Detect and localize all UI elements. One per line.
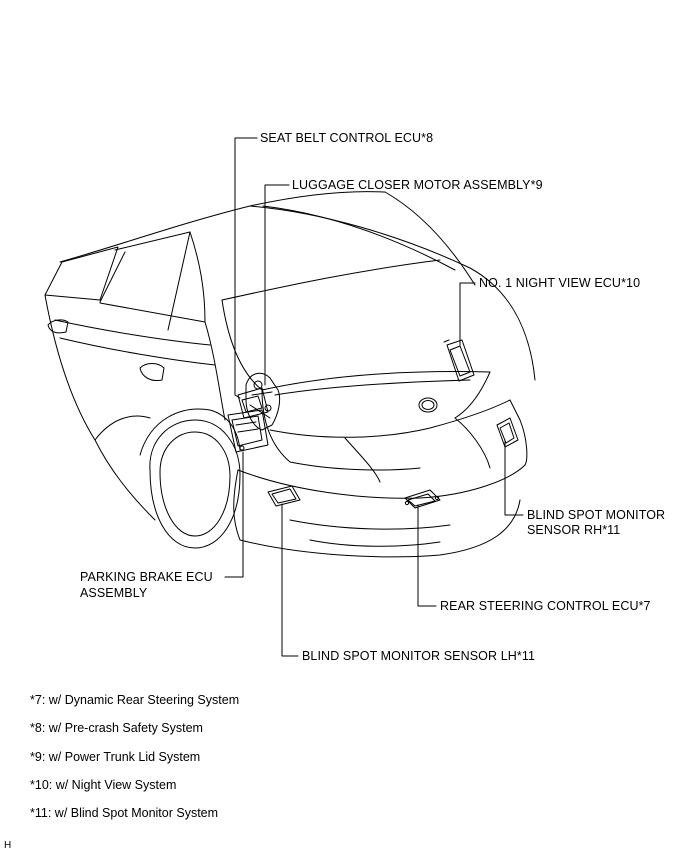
parking-brake-label-line2: ASSEMBLY <box>80 586 148 600</box>
rear-steering-ecu-label: REAR STEERING CONTROL ECU*7 <box>440 599 651 613</box>
footnote-11: *11: w/ Blind Spot Monitor System <box>30 806 219 820</box>
footnote-7: *7: w/ Dynamic Rear Steering System <box>30 693 240 707</box>
footnote-9: *9: w/ Power Trunk Lid System <box>30 750 201 764</box>
night-view-ecu-part <box>444 340 474 381</box>
rear-steering-ecu-part <box>405 490 440 508</box>
seat-belt-control-ecu-label: SEAT BELT CONTROL ECU*8 <box>260 131 434 145</box>
footnote-10: *10: w/ Night View System <box>30 778 177 792</box>
luggage-closer-motor-label: LUGGAGE CLOSER MOTOR ASSEMBLY*9 <box>292 178 543 192</box>
luggage-closer-motor-part <box>246 373 280 430</box>
parking-brake-label-line1: PARKING BRAKE ECU <box>80 570 213 584</box>
leader-lines <box>225 138 523 656</box>
bsm-rh-label-line1: BLIND SPOT MONITOR <box>527 508 666 522</box>
car-body-outline <box>45 192 535 557</box>
blind-spot-sensor-lh-part <box>268 486 300 506</box>
corner-mark: H <box>4 840 12 851</box>
footnote-8: *8: w/ Pre-crash Safety System <box>30 721 203 735</box>
bsm-lh-label: BLIND SPOT MONITOR SENSOR LH*11 <box>302 649 536 663</box>
blind-spot-sensor-rh-part <box>497 418 518 447</box>
seat-belt-control-ecu-part <box>238 388 268 418</box>
bsm-rh-label-line2: SENSOR RH*11 <box>527 523 621 537</box>
night-view-ecu-label: NO. 1 NIGHT VIEW ECU*10 <box>479 276 641 290</box>
